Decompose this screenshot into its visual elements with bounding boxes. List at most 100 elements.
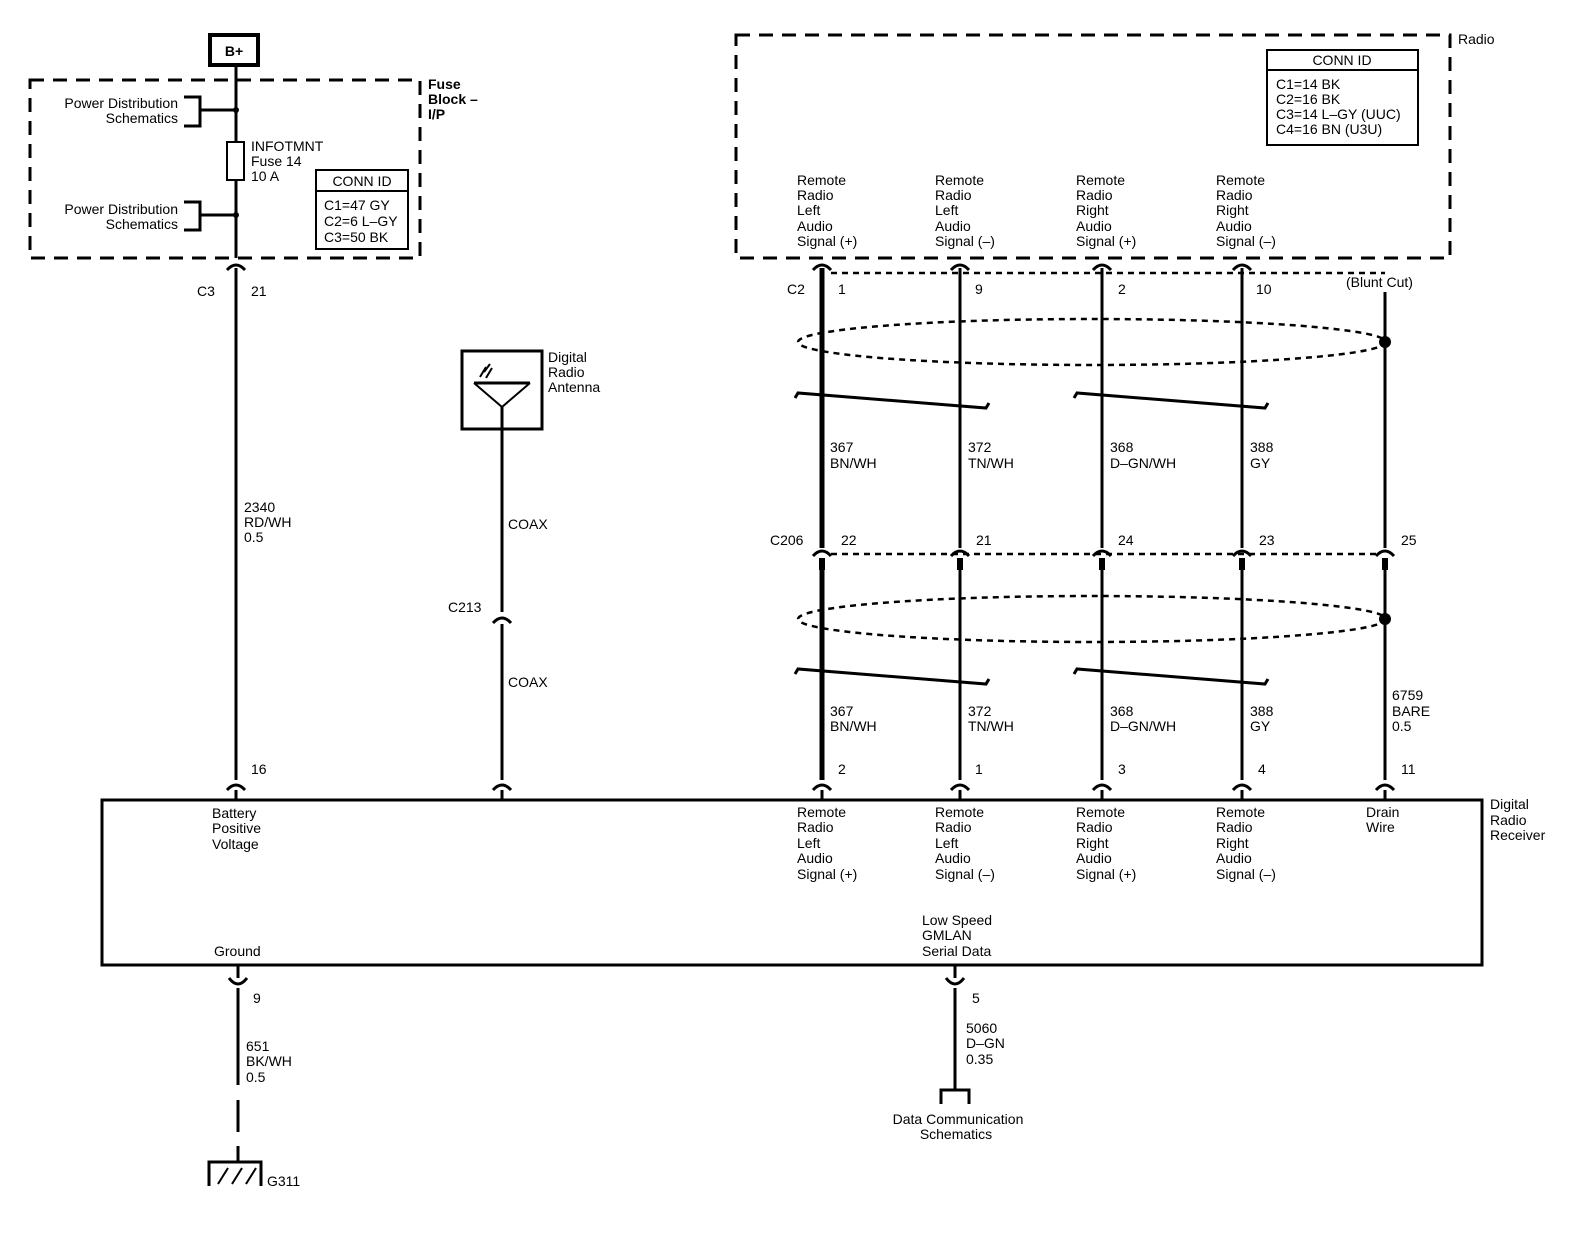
c2-pin-1: 1 xyxy=(838,281,846,297)
svg-text:Remote: Remote xyxy=(1216,172,1265,188)
twisted-pair-upper-left xyxy=(793,391,991,410)
circuit-368-color: D–GN/WH xyxy=(1110,455,1176,471)
c3-terminal xyxy=(225,263,247,272)
circuit-2340-gauge: 0.5 xyxy=(244,529,264,545)
circuit-388-color: GY xyxy=(1250,455,1271,471)
svg-text:Remote: Remote xyxy=(797,804,846,820)
receiver-terminal xyxy=(1091,783,1113,792)
svg-text:Drain: Drain xyxy=(1366,804,1399,820)
svg-text:Right: Right xyxy=(1076,202,1109,218)
receiver-title-3: Receiver xyxy=(1490,827,1546,843)
fuse-block-frame xyxy=(28,78,422,260)
ground-pin-label: 9 xyxy=(253,990,261,1006)
receiver-terminal xyxy=(491,783,513,792)
c206-pin-24: 24 xyxy=(1118,532,1134,548)
fuse-14-icon xyxy=(226,141,245,181)
gmlan-pin-label: 5 xyxy=(972,990,980,1006)
circuit-6759-color: BARE xyxy=(1392,703,1430,719)
fuse-label-1: INFOTMNT xyxy=(251,138,324,154)
svg-text:Radio: Radio xyxy=(797,819,834,835)
receiver-gmlan-label: Low Speed GMLAN Serial Data xyxy=(922,912,992,959)
c206-terminal xyxy=(1374,549,1396,558)
c206-pin-25: 25 xyxy=(1401,532,1417,548)
ground-pin-terminal xyxy=(227,977,249,986)
shield-lower xyxy=(796,594,1388,644)
svg-text:Audio: Audio xyxy=(1076,218,1112,234)
receiver-pin-1: 1 xyxy=(975,761,983,777)
circuit-651-number: 651 xyxy=(246,1038,270,1054)
circuit-6759-gauge: 0.5 xyxy=(1392,718,1412,734)
receiver-pin-3: 3 xyxy=(1118,761,1126,777)
svg-text:Radio: Radio xyxy=(797,187,834,203)
circuit-2340-number: 2340 xyxy=(244,499,275,515)
receiver-drain-label: Drain Wire xyxy=(1366,804,1399,835)
power-dist-bottom-bracket xyxy=(184,200,236,232)
receiver-pin-4: 4 xyxy=(1258,761,1266,777)
receiver-battery-label: Battery Positive Voltage xyxy=(212,805,261,852)
receiver-signal-label-left-pos: Remote Radio Left Audio Signal (+) xyxy=(797,804,857,882)
power-dist-bottom-1: Power Distribution xyxy=(64,201,178,217)
receiver-pin-16: 16 xyxy=(251,761,267,777)
receiver-pin-2: 2 xyxy=(838,761,846,777)
svg-text:Radio: Radio xyxy=(935,187,972,203)
svg-text:Voltage: Voltage xyxy=(212,836,259,852)
circuit-368-number: 368 xyxy=(1110,703,1134,719)
receiver-signal-label-left-neg: Remote Radio Left Audio Signal (–) xyxy=(935,804,995,882)
svg-text:Wire: Wire xyxy=(1366,819,1395,835)
receiver-terminal xyxy=(949,783,971,792)
circuit-388-color: GY xyxy=(1250,718,1271,734)
radio-pin-label-9: Remote Radio Left Audio Signal (–) xyxy=(935,172,995,249)
circuit-5060-color: D–GN xyxy=(966,1035,1005,1051)
circuit-367-number: 367 xyxy=(830,439,854,455)
svg-text:GMLAN: GMLAN xyxy=(922,927,972,943)
svg-text:Audio: Audio xyxy=(1216,218,1252,234)
circuit-388-number: 388 xyxy=(1250,703,1274,719)
antenna-label-2: Radio xyxy=(548,364,585,380)
receiver-signal-label-right-pos: Remote Radio Right Audio Signal (+) xyxy=(1076,804,1136,882)
radio-pin-label-10: Remote Radio Right Audio Signal (–) xyxy=(1216,172,1276,249)
svg-text:Remote: Remote xyxy=(1216,804,1265,820)
svg-text:Signal (+): Signal (+) xyxy=(1076,866,1136,882)
circuit-2340-color: RD/WH xyxy=(244,514,291,530)
circuit-651-color: BK/WH xyxy=(246,1053,292,1069)
c206-terminal xyxy=(811,549,833,558)
ground-id-label: G311 xyxy=(267,1173,300,1189)
svg-text:Radio: Radio xyxy=(935,819,972,835)
c2-pin-10: 10 xyxy=(1256,281,1272,297)
circuit-368-number: 368 xyxy=(1110,439,1134,455)
receiver-terminal xyxy=(811,783,833,792)
svg-text:Remote: Remote xyxy=(797,172,846,188)
radio-conn-id-title: CONN ID xyxy=(1312,52,1371,68)
svg-text:Low Speed: Low Speed xyxy=(922,912,992,928)
circuit-388-number: 388 xyxy=(1250,439,1274,455)
svg-text:Serial Data: Serial Data xyxy=(922,943,991,959)
circuit-372-number: 372 xyxy=(968,703,992,719)
receiver-pin-11: 11 xyxy=(1401,761,1416,777)
c206-pin-23: 23 xyxy=(1259,532,1275,548)
power-dist-top-1: Power Distribution xyxy=(64,95,178,111)
svg-text:Remote: Remote xyxy=(1076,804,1125,820)
svg-text:Radio: Radio xyxy=(1216,187,1253,203)
battery-label: B+ xyxy=(225,43,243,59)
radio-conn-id-line: C2=16 BK xyxy=(1276,91,1341,107)
ground-icon xyxy=(207,1160,263,1186)
circuit-367-color: BN/WH xyxy=(830,455,877,471)
power-dist-top-bracket xyxy=(184,95,236,128)
antenna-label-3: Antenna xyxy=(548,379,600,395)
radio-title: Radio xyxy=(1458,31,1495,47)
data-comm-label-2: Schematics xyxy=(920,1126,992,1142)
circuit-367-number: 367 xyxy=(830,703,854,719)
shield-lower-splice xyxy=(1379,613,1391,625)
svg-text:Audio: Audio xyxy=(797,850,833,866)
c2-pin-2: 2 xyxy=(1118,281,1126,297)
svg-text:Audio: Audio xyxy=(797,218,833,234)
shield-upper xyxy=(796,317,1388,367)
svg-text:Right: Right xyxy=(1216,835,1249,851)
svg-text:Signal (–): Signal (–) xyxy=(935,866,995,882)
c2-pin-9: 9 xyxy=(975,281,983,297)
radio-conn-id: CONN ID C1=14 BK C2=16 BK C3=14 L–GY (UU… xyxy=(1266,49,1419,146)
svg-text:Remote: Remote xyxy=(1076,172,1125,188)
c2-terminal xyxy=(949,263,971,272)
